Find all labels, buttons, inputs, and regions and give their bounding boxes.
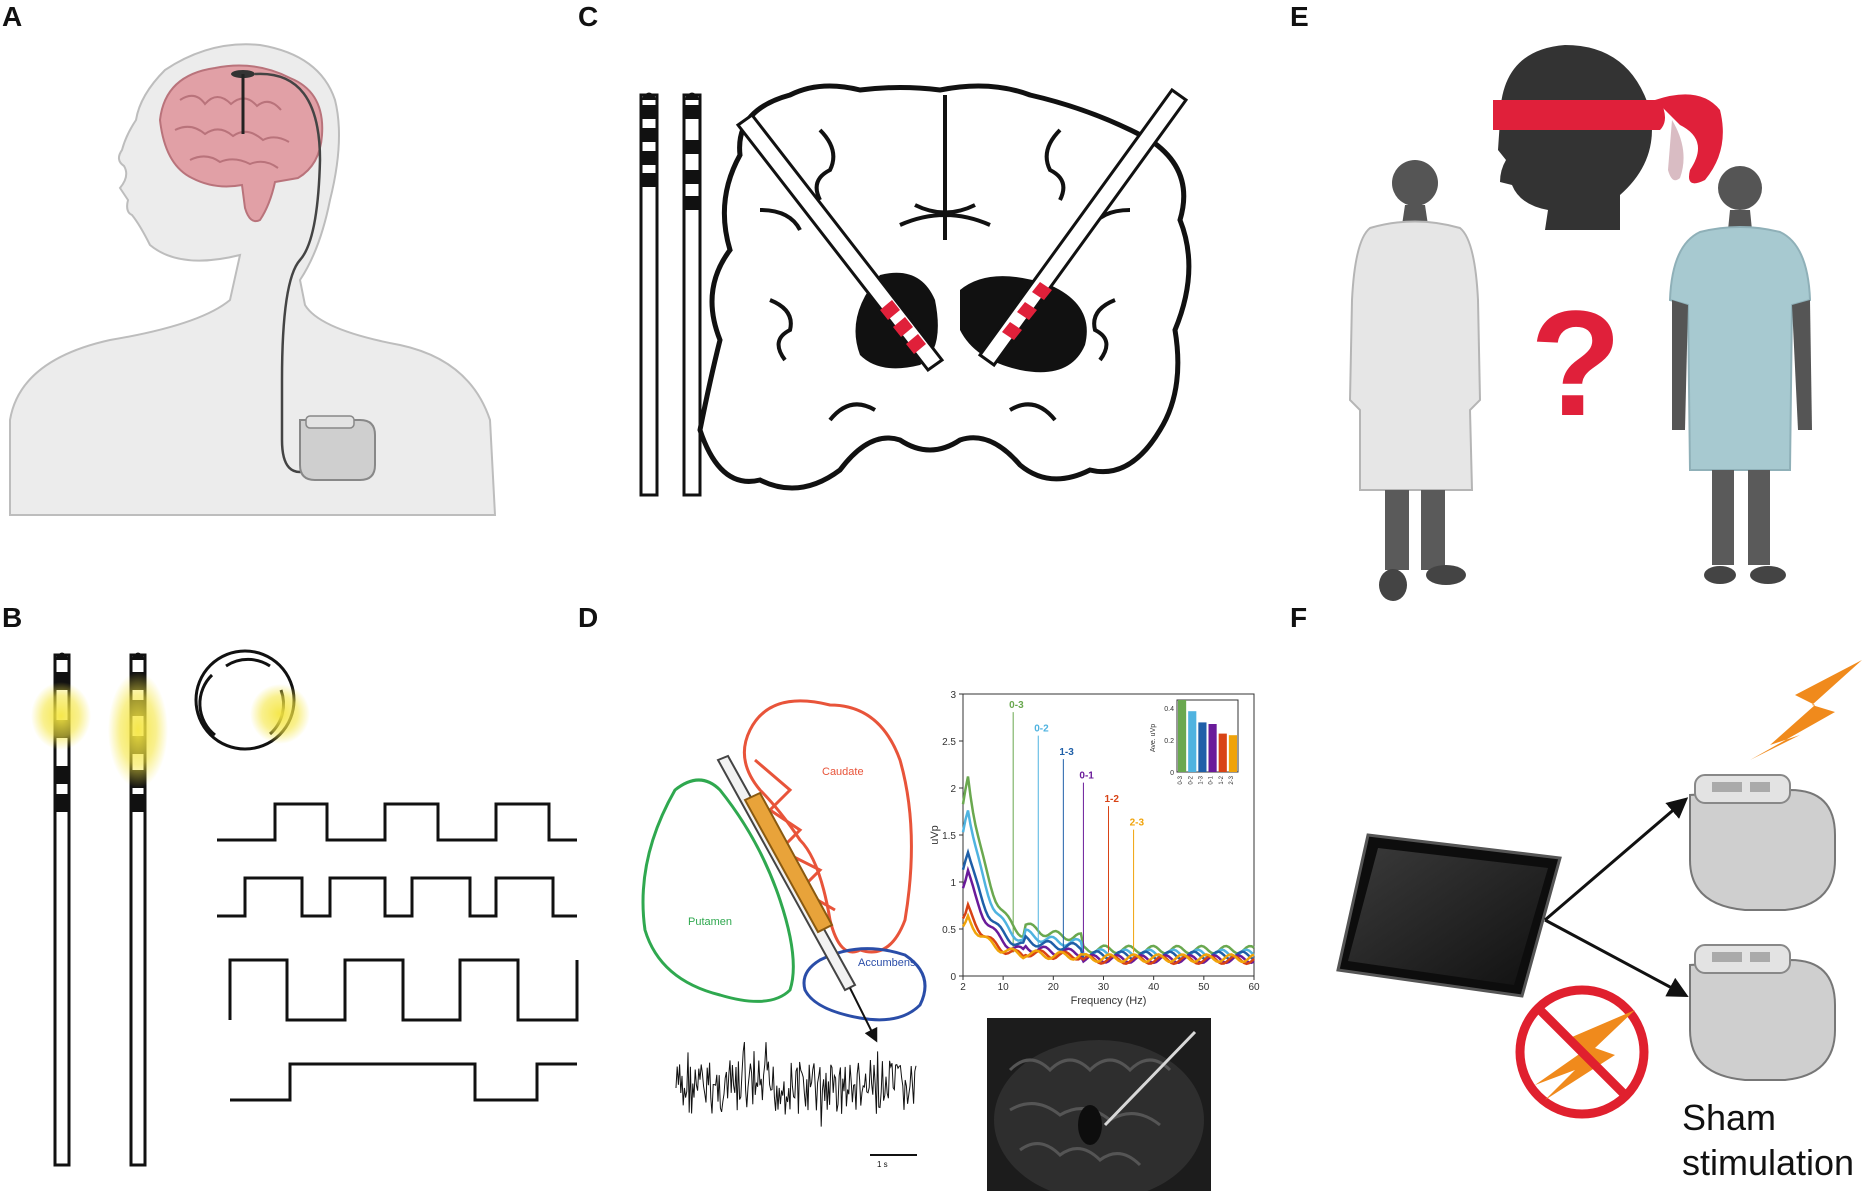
inset-y-label: Ave. uVp (1150, 724, 1157, 752)
y-axis-label: uVp (929, 825, 941, 845)
scale-bar-label: 1 s (877, 1160, 888, 1169)
x-tick-label: 50 (1198, 982, 1210, 993)
raw-lfp-trace: 1 s (675, 1041, 917, 1169)
caudate-label: Caudate (822, 766, 864, 778)
inset-bar-2-3 (1228, 735, 1237, 772)
sham-pulse-generator (1689, 944, 1836, 1081)
patient-figure (1668, 166, 1812, 584)
panel-f: F Sham stimulation (1290, 602, 1862, 1183)
x-tick-label: 30 (1098, 982, 1110, 993)
inset-y-tick-label: 0.4 (1164, 706, 1174, 713)
series-label: 1-2 (1105, 794, 1120, 805)
pulse-generator-device (299, 415, 376, 481)
y-tick-label: 1 (950, 878, 956, 889)
inset-y-tick-label: 0.2 (1164, 738, 1174, 745)
arrow-to-active-device (1544, 797, 1689, 922)
caudate-outline (742, 699, 913, 954)
electrode-ring-contacts (31, 652, 91, 1167)
inset-bar-1-2 (1218, 733, 1227, 772)
panel-c: C (578, 1, 1192, 497)
waveform-2 (217, 876, 577, 918)
panel-f-letter: F (1290, 602, 1307, 633)
y-tick-label: 2 (950, 784, 956, 795)
implanted-electrode-left (735, 112, 945, 373)
inset-bar-label: 0-2 (1188, 775, 1194, 784)
sham-label-line1: Sham (1682, 1097, 1776, 1138)
implanted-electrode-right (977, 87, 1189, 368)
y-tick-label: 2.5 (942, 737, 956, 748)
clinician-figure (1348, 160, 1482, 601)
y-tick-label: 1.5 (942, 831, 956, 842)
sham-label-line2: stimulation (1682, 1142, 1854, 1183)
waveform-1 (217, 802, 577, 842)
series-label: 2-3 (1130, 818, 1145, 829)
inset-bar-0-2 (1188, 711, 1197, 772)
x-tick-label: 20 (1048, 982, 1060, 993)
panel-c-letter: C (578, 1, 598, 32)
panel-e: E ? (1290, 1, 1812, 601)
series-label: 0-1 (1079, 771, 1094, 782)
lightning-icon (1750, 660, 1862, 760)
no-stimulation-icon (1515, 985, 1649, 1119)
inset-bar-0-3 (1178, 700, 1187, 772)
mri-image (987, 1018, 1211, 1196)
inset-bar-0-1 (1208, 724, 1217, 772)
electrode-vertical-2 (682, 92, 702, 497)
x-tick-label: 40 (1148, 982, 1160, 993)
electrode-cross-section (194, 649, 310, 751)
putamen-label: Putamen (688, 916, 732, 928)
panel-d-letter: D (578, 602, 598, 633)
putamen-outline (641, 778, 795, 1003)
electrode-directional-contacts (108, 652, 168, 1167)
accumbens-label: Accumbens (858, 957, 916, 969)
series-label: 0-3 (1009, 700, 1024, 711)
x-tick-label: 60 (1248, 982, 1260, 993)
series-label: 0-2 (1034, 724, 1049, 735)
y-tick-label: 0.5 (942, 925, 956, 936)
question-mark-icon: ? (1530, 279, 1622, 447)
series-label: 1-3 (1059, 747, 1074, 758)
x-axis-label: Frequency (Hz) (1071, 995, 1147, 1007)
y-tick-label: 0 (950, 972, 956, 983)
dbs-lead-wire (231, 70, 322, 474)
inset-bar-label: 1-2 (1219, 775, 1225, 784)
y-tick-label: 3 (950, 690, 956, 701)
active-pulse-generator (1689, 774, 1836, 911)
accumbens-outline (802, 947, 927, 1022)
series-line-2-3 (961, 912, 1255, 964)
panel-b: B (2, 602, 579, 1167)
inset-bar-1-3 (1198, 722, 1207, 772)
arrow-to-sham-device (1544, 918, 1689, 997)
tablet-device (1336, 833, 1562, 998)
brain-illustration (158, 64, 324, 223)
probe-electrode (716, 754, 878, 1043)
stimulation-waveforms (217, 802, 579, 1102)
electrode-vertical-1 (639, 92, 659, 497)
inset-bar-label: 1-3 (1198, 775, 1204, 784)
panel-a: A (2, 1, 497, 516)
stimulation-glow-ring (31, 682, 91, 750)
blindfolded-head-icon (1493, 45, 1723, 230)
x-tick-label: 10 (998, 982, 1010, 993)
panel-b-letter: B (2, 602, 22, 633)
series-line-1-2 (961, 900, 1255, 966)
head-and-torso-illustration (9, 43, 497, 516)
inset-bar-label: 0-3 (1178, 775, 1184, 784)
x-tick-label: 2 (960, 982, 966, 993)
waveform-3 (228, 958, 579, 1022)
waveform-4 (230, 1062, 577, 1102)
inset-axes (1176, 699, 1239, 773)
inset-bar-label: 2-3 (1229, 775, 1235, 784)
inset-bar-label: 0-1 (1209, 775, 1215, 784)
panel-e-letter: E (1290, 1, 1309, 32)
panel-a-letter: A (2, 1, 22, 32)
inset-y-tick-label: 0 (1170, 770, 1174, 777)
stimulation-glow-directional (108, 672, 168, 788)
